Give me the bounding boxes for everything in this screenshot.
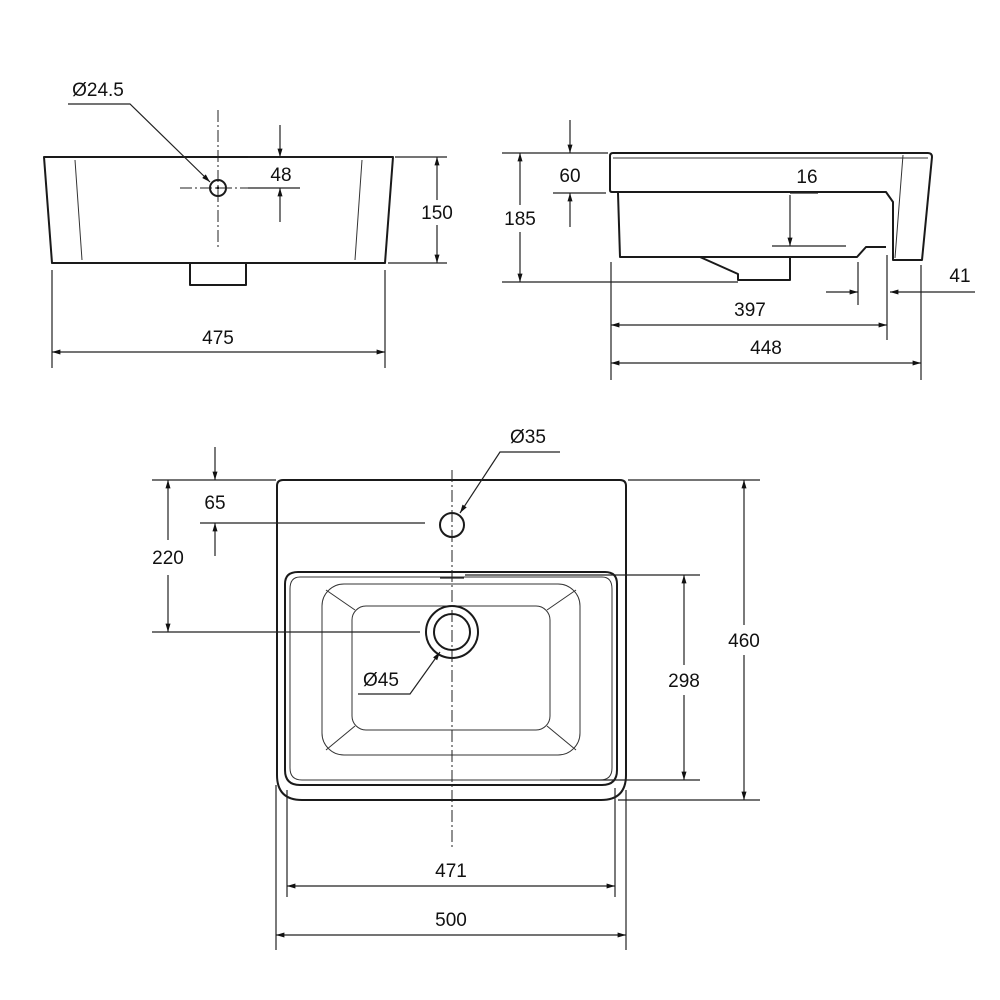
drain-offset-label: 220 [152,548,184,569]
height-label: 150 [421,203,453,224]
width-label: 475 [202,328,234,349]
tap-offset-label: 65 [204,493,225,514]
drain-dia-label: Ø45 [363,670,399,691]
bowl-depth-label: 298 [668,671,700,692]
rim-height-label: 60 [559,166,580,187]
plan-depth-label: 460 [728,631,760,652]
bowl-width-label: 471 [435,861,467,882]
total-height-label: 185 [504,209,536,230]
back-offset-label: 41 [949,266,970,287]
side-view: 60 185 16 41 397 448 [502,120,975,380]
step-label: 16 [796,167,817,188]
plan-width-label: 500 [435,910,467,931]
hole-height-label: 48 [270,165,291,186]
front-view: Ø24.5 48 150 475 [43,80,453,368]
hole-dia-label: Ø24.5 [72,80,124,101]
plan-view: 65 220 Ø35 Ø45 460 298 471 500 [152,427,760,950]
depth-label: 448 [750,338,782,359]
inner-depth-label: 397 [734,300,766,321]
tap-hole-dia-label: Ø35 [510,427,546,448]
